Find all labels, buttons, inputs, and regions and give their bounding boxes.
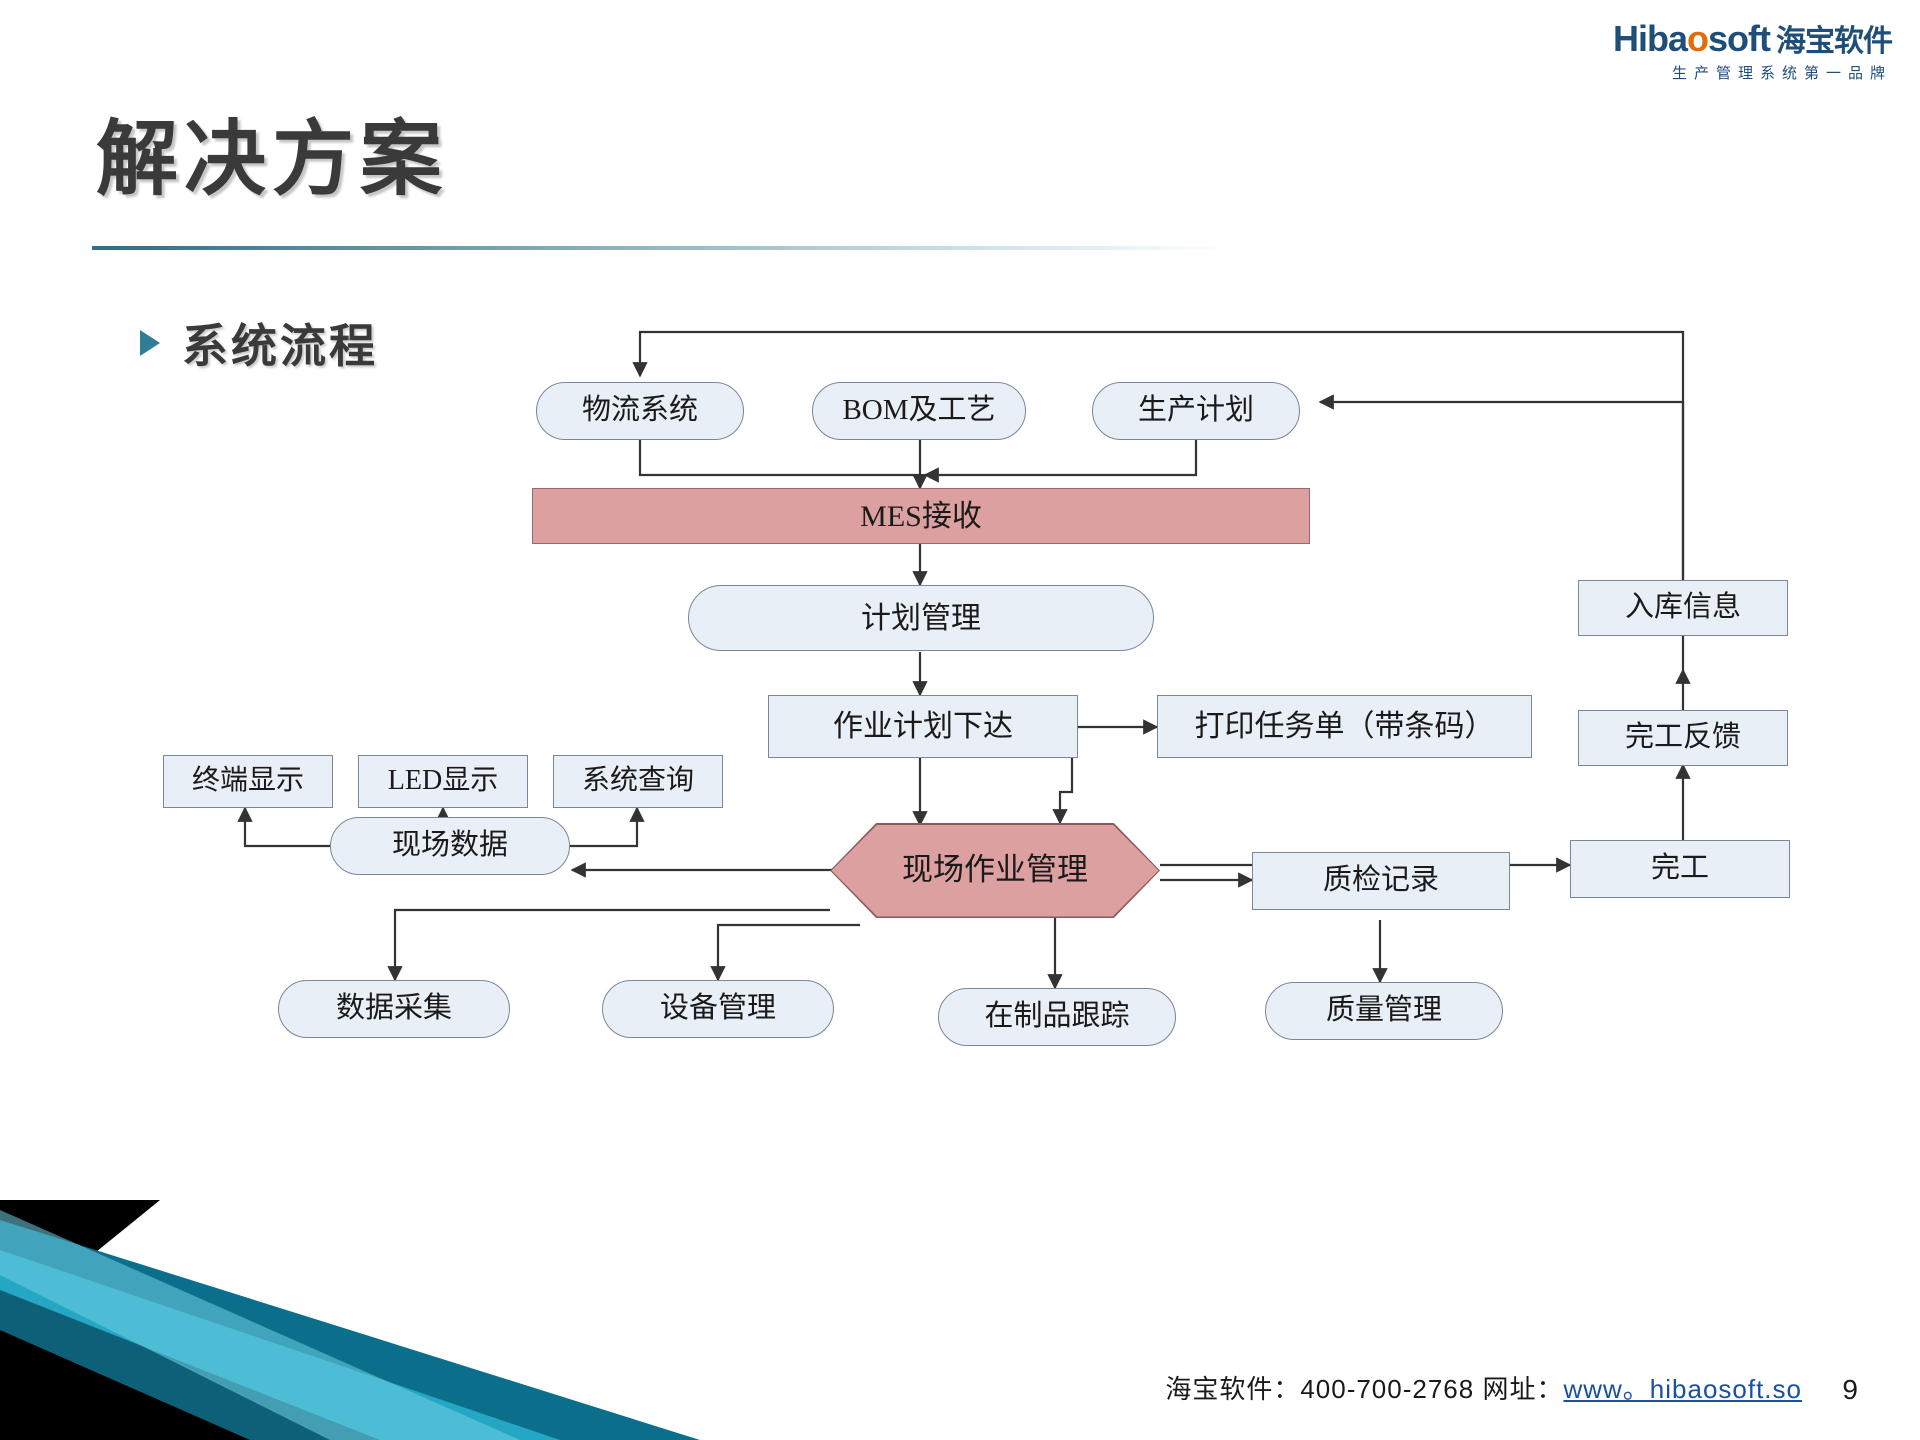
node-led-display: LED显示 bbox=[358, 755, 528, 808]
node-field-operation-management-label: 现场作业管理 bbox=[831, 824, 1159, 917]
footer-website-link[interactable]: www。hibaosoft.so bbox=[1563, 1374, 1802, 1404]
page-title: 解决方案 bbox=[96, 114, 449, 205]
logo-letter-h: H bbox=[1612, 18, 1639, 59]
node-print-task-order: 打印任务单（带条码） bbox=[1157, 695, 1532, 758]
corner-decoration-svg bbox=[0, 1200, 700, 1440]
node-equipment-management: 设备管理 bbox=[602, 980, 834, 1038]
node-field-data: 现场数据 bbox=[330, 817, 570, 875]
logo-tagline: 生产管理系统第一品牌 bbox=[1671, 65, 1892, 82]
logo-letters-ib: ib bbox=[1637, 18, 1669, 59]
node-quality-inspection-record: 质检记录 bbox=[1252, 852, 1510, 910]
node-job-plan-release: 作业计划下达 bbox=[768, 695, 1078, 758]
node-completion-feedback: 完工反馈 bbox=[1578, 710, 1788, 766]
logo-chinese-name: 海宝软件 bbox=[1776, 25, 1893, 58]
node-field-operation-management: 现场作业管理 bbox=[830, 823, 1160, 918]
footer-text: 海宝软件：400-700-2768 网址： bbox=[1165, 1374, 1564, 1404]
title-underline bbox=[92, 246, 1232, 250]
node-completion: 完工 bbox=[1570, 840, 1790, 898]
section-heading: 系统流程 bbox=[140, 310, 378, 376]
node-quality-management: 质量管理 bbox=[1265, 982, 1503, 1040]
node-terminal-display: 终端显示 bbox=[163, 755, 333, 808]
node-system-query: 系统查询 bbox=[553, 755, 723, 808]
node-mes-receive: MES接收 bbox=[532, 488, 1310, 544]
system-flow-diagram: 物流系统 BOM及工艺 生产计划 MES接收 计划管理 终端显示 LED显示 系… bbox=[0, 330, 1920, 1260]
logo-letters-soft: soft bbox=[1708, 18, 1771, 59]
node-logistics-system: 物流系统 bbox=[536, 382, 744, 440]
page-number: 9 bbox=[1842, 1374, 1858, 1405]
node-inbound-info: 入库信息 bbox=[1578, 580, 1788, 636]
logo-letter-a: a bbox=[1667, 18, 1688, 59]
node-data-collection: 数据采集 bbox=[278, 980, 510, 1038]
logo-letter-o: o bbox=[1687, 18, 1709, 59]
triangle-bullet-icon bbox=[140, 330, 160, 356]
node-wip-tracking: 在制品跟踪 bbox=[938, 988, 1176, 1046]
node-production-plan: 生产计划 bbox=[1092, 382, 1300, 440]
footer-contact: 海宝软件：400-700-2768 网址：www。hibaosoft.so bbox=[1165, 1369, 1802, 1406]
corner-decoration bbox=[0, 1180, 760, 1440]
node-plan-management: 计划管理 bbox=[688, 585, 1154, 651]
section-heading-label: 系统流程 bbox=[182, 320, 378, 372]
node-bom-process: BOM及工艺 bbox=[812, 382, 1026, 440]
